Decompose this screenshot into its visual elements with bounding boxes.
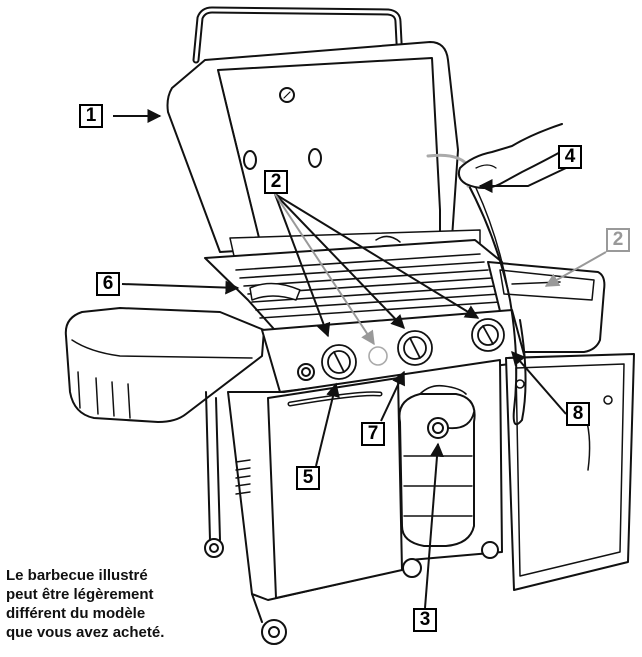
callout-1: 1 xyxy=(79,104,103,128)
callout-7: 7 xyxy=(361,422,385,446)
callout-6: 6 xyxy=(96,272,120,296)
hand xyxy=(457,123,565,189)
caption-line: que vous avez acheté. xyxy=(6,624,165,641)
left-door xyxy=(267,377,403,599)
leader-lines-gray xyxy=(274,193,607,346)
callout-3: 3 xyxy=(413,608,437,632)
caption-line: peut être légèrement xyxy=(6,586,154,603)
right-door xyxy=(505,353,635,591)
callout-5: 5 xyxy=(296,466,320,490)
side-vents xyxy=(235,459,251,495)
callout-2-side-burner: 2 xyxy=(606,228,630,252)
gas-hose xyxy=(465,179,527,426)
disclaimer-caption: Le barbecue illustré peut être légèremen… xyxy=(6,566,246,642)
callout-2: 2 xyxy=(264,170,288,194)
propane-tank xyxy=(398,393,476,547)
control-knobs xyxy=(321,318,505,380)
caption-line: Le barbecue illustré xyxy=(6,567,148,584)
callout-8: 8 xyxy=(566,402,590,426)
leader-lines xyxy=(113,109,567,609)
casters xyxy=(204,538,499,645)
callout-4: 4 xyxy=(558,145,582,169)
caption-line: différent du modèle xyxy=(6,605,146,622)
left-side-table xyxy=(64,307,265,423)
